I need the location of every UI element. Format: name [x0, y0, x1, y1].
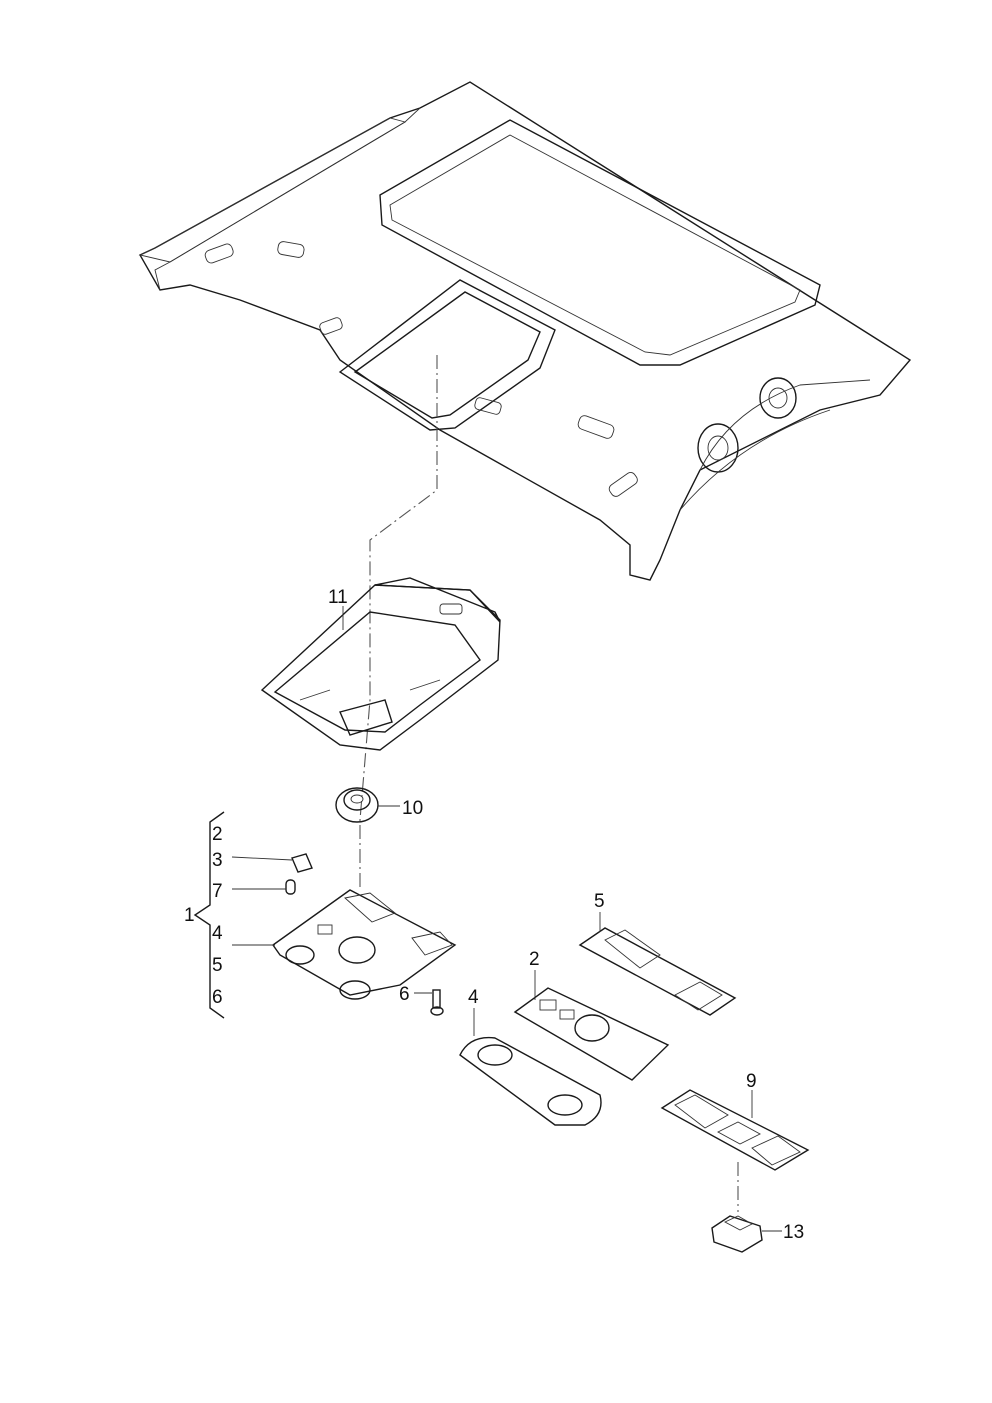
interior-lamp-10 — [335, 787, 379, 823]
callout-1: 1 — [184, 905, 195, 926]
assembly-centerline — [359, 355, 438, 890]
callout-10: 10 — [402, 798, 423, 819]
switch-panel-2 — [513, 987, 670, 1081]
screw-6 — [430, 989, 444, 1016]
cover-panel-9 — [660, 1089, 810, 1171]
callout-6-group: 6 — [212, 987, 223, 1008]
callout-5: 5 — [594, 891, 605, 912]
callout-9: 9 — [746, 1071, 757, 1092]
callout-2: 2 — [529, 949, 540, 970]
roof-console-frame — [260, 577, 501, 751]
sensor-13 — [711, 1215, 763, 1253]
cover-panel-5 — [578, 927, 737, 1016]
callout-6: 6 — [399, 984, 410, 1005]
callout-3: 3 — [212, 850, 223, 871]
speaker-panel-4 — [459, 1036, 602, 1126]
switch-3 — [291, 853, 313, 873]
roof-module-assembly-1 — [272, 889, 457, 1000]
group-bracket — [193, 811, 225, 1019]
clip-7 — [285, 879, 296, 895]
callout-2-group: 2 — [212, 824, 223, 845]
callout-7: 7 — [212, 881, 223, 902]
callout-4: 4 — [468, 987, 479, 1008]
callout-4-group: 4 — [212, 923, 223, 944]
callout-5-group: 5 — [212, 955, 223, 976]
leader-3 — [231, 856, 293, 861]
callout-11: 11 — [328, 587, 348, 608]
headliner — [138, 81, 912, 581]
callout-13: 13 — [783, 1222, 804, 1243]
